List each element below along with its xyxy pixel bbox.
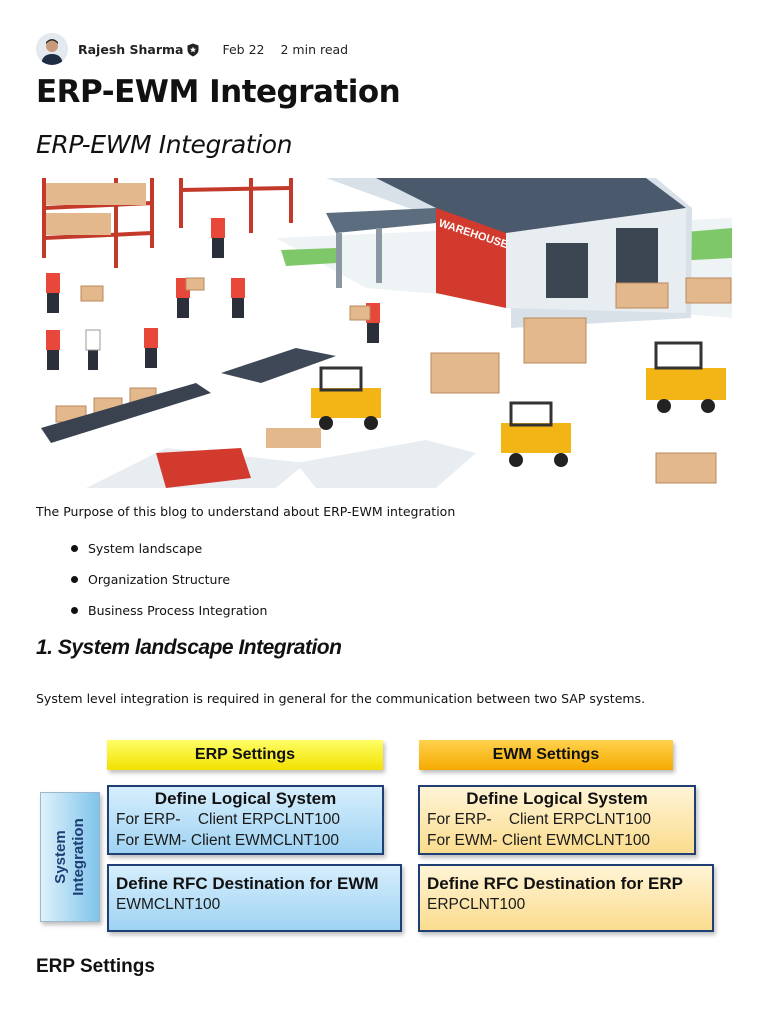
verified-badge-icon [186,42,200,57]
erp-define-logical-system: Define Logical System For ERP- Client ER… [107,785,384,855]
section-heading-system-landscape: 1. System landscape Integration [36,636,342,659]
system-integration-label: System Integration [40,792,100,922]
post-date: Feb 22 [222,41,265,57]
read-time: 2 min read [280,41,349,57]
box-line: ERPCLNT100 [427,896,526,913]
list-item: Business Process Integration [36,602,267,633]
box-line: EWMCLNT100 [116,896,221,913]
ewm-settings-header: EWM Settings [419,740,673,770]
erp-settings-header: ERP Settings [107,740,383,770]
box-title: Define Logical System [466,789,648,808]
box-title: Define RFC Destination for ERP [427,874,683,893]
erp-define-rfc-destination: Define RFC Destination for EWM EWMCLNT10… [107,864,402,932]
post-meta: Rajesh Sharma Feb 22 2 min read [36,33,348,65]
topic-list: System landscape Organization Structure … [36,540,267,633]
box-line: For EWM- Client EWMCLNT100 [427,832,651,849]
author-name[interactable]: Rajesh Sharma [78,41,184,57]
box-line: For EWM- Client EWMCLNT100 [116,832,340,849]
page-subtitle: ERP-EWM Integration [36,130,293,159]
intro-text: The Purpose of this blog to understand a… [36,504,456,519]
box-title: Define Logical System [154,789,337,808]
box-title: Define RFC Destination for EWM [116,874,379,893]
system-integration-diagram: ERP Settings EWM Settings System Integra… [36,734,732,940]
author-avatar[interactable] [36,33,68,65]
section-description: System level integration is required in … [36,691,646,706]
list-item: Organization Structure [36,571,267,602]
list-item: System landscape [36,540,267,571]
box-line: For ERP- Client ERPCLNT100 [427,811,651,828]
ewm-define-logical-system: Define Logical System For ERP- Client ER… [418,785,696,855]
section-heading-erp-settings: ERP Settings [36,956,155,977]
box-line: For ERP- Client ERPCLNT100 [116,811,340,828]
page-title: ERP-EWM Integration [36,74,401,110]
ewm-define-rfc-destination: Define RFC Destination for ERP ERPCLNT10… [418,864,714,932]
hero-warehouse-illustration: WAREHOUSE [36,178,732,488]
